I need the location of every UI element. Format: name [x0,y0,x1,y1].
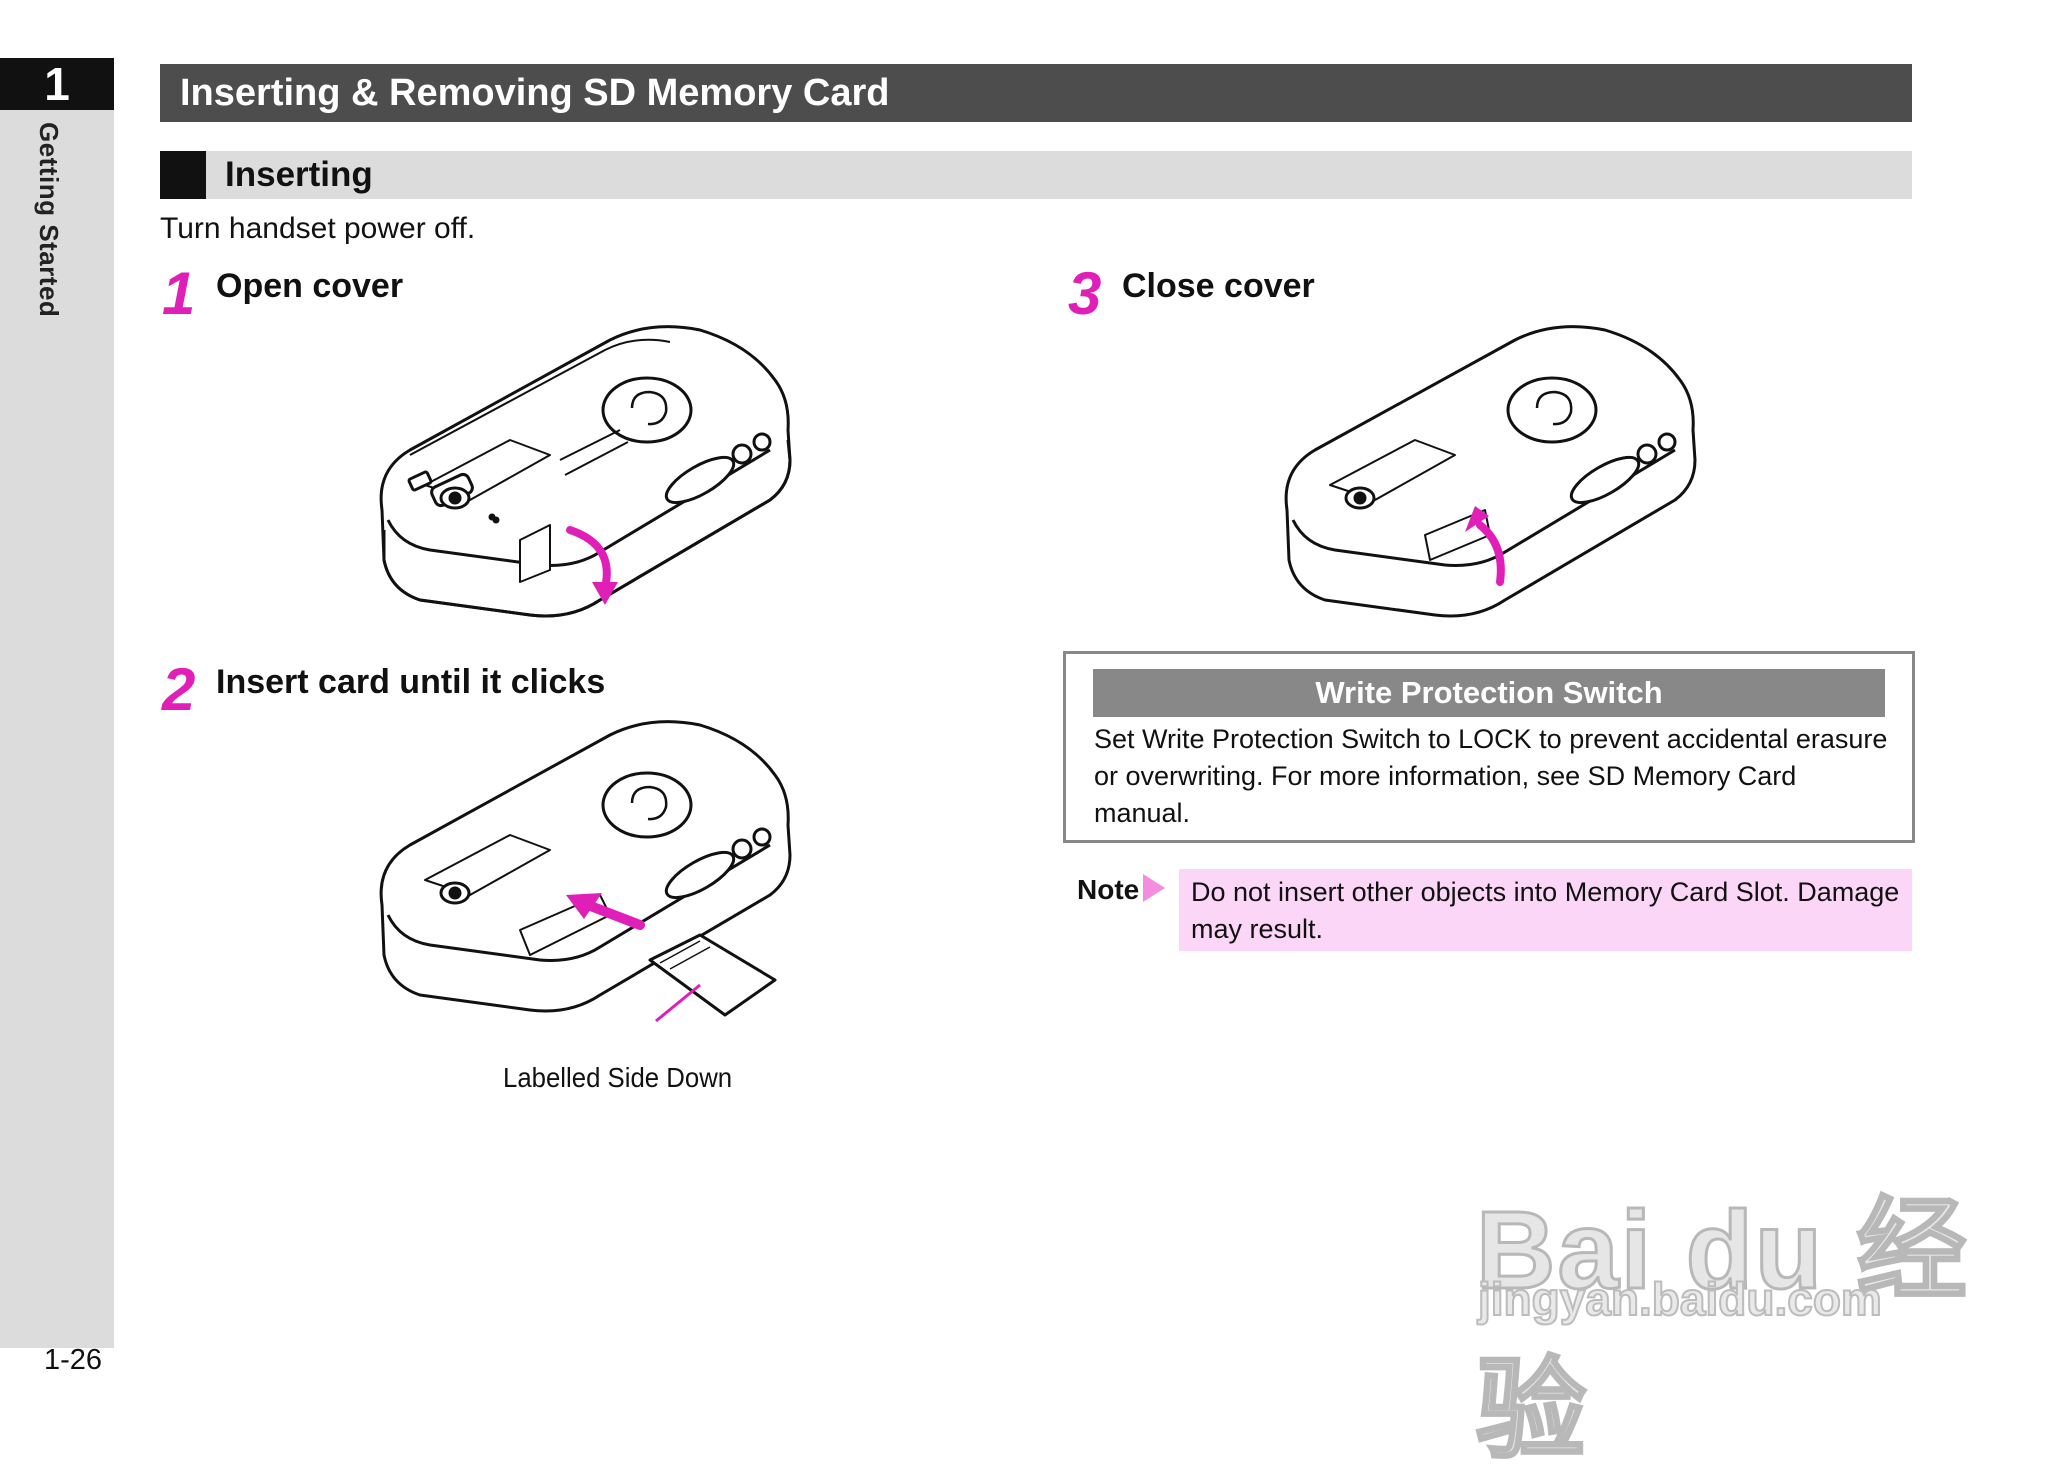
chapter-number: 1 [0,58,114,110]
note-text: Do not insert other objects into Memory … [1191,877,1900,944]
open-cover-illustration [379,325,792,618]
step-2-number: 2 [162,656,196,723]
note-arrow-icon [1143,874,1165,902]
section-title: Inserting & Removing SD Memory Card [160,64,1912,122]
note-label: Note [1077,874,1140,905]
step-1-title: Open cover [216,267,404,305]
step-3-title: Close cover [1122,267,1315,305]
insert-card-illustration [379,720,792,1023]
step-2-title: Insert card until it clicks [216,663,606,701]
intro-text: Turn handset power off. [160,212,476,245]
subheading: Inserting [225,155,373,194]
note-box [1179,869,1912,951]
chapter-label: Getting Started [34,122,64,318]
write-protection-title: Write Protection Switch [1093,669,1885,717]
watermark-url: jingyan.baidu.com [1477,1272,1883,1326]
subheading-bar [160,151,1912,199]
step-1-number: 1 [162,260,196,327]
step-3-number: 3 [1068,260,1102,327]
close-cover-illustration [1284,325,1697,618]
page-number: 1-26 [44,1344,103,1376]
subheading-marker [160,151,206,199]
card-caption: Labelled Side Down [503,1062,733,1093]
chapter-side-strip [0,58,114,1348]
write-protection-body: Set Write Protection Switch to LOCK to p… [1094,724,1888,828]
